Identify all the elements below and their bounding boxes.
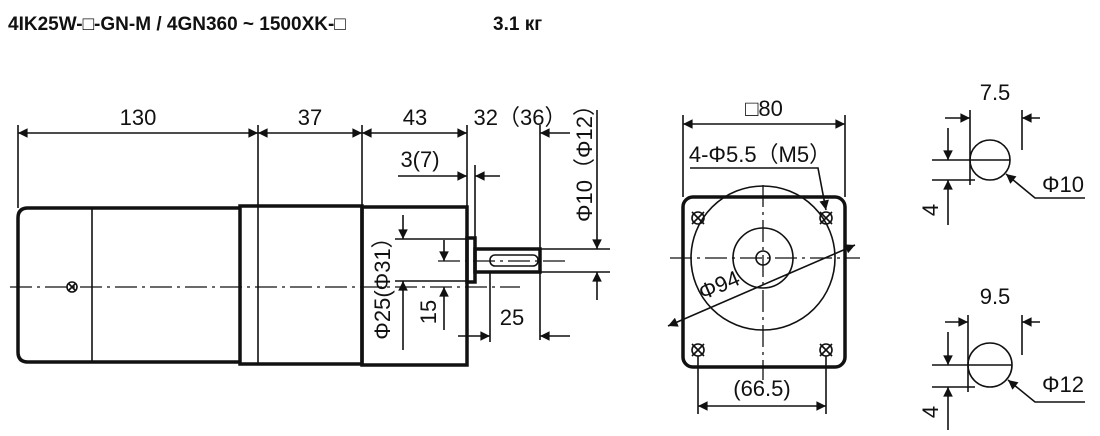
mount-hole-icons (667, 115, 856, 414)
dim-hole-spacing: (66.5) (733, 376, 790, 401)
dim-mid-length: 37 (298, 105, 322, 130)
model-title: 4IK25W-□-GN-M / 4GN360 ~ 1500XK-□ (8, 14, 346, 35)
dim-motor-length: 130 (120, 105, 157, 130)
motor-body (16, 206, 240, 364)
gearbox-front (360, 205, 469, 367)
dim-key-length: 25 (500, 305, 524, 330)
dim-pilot-diameter: Φ25(Φ31） (370, 226, 395, 339)
front-view: □80 4-Φ5.5（M5） Φ94 (66.5) (667, 96, 860, 414)
detail2-width: 9.5 (980, 284, 1011, 309)
motor-mark-icon (66, 281, 78, 293)
detail2-diameter: Φ12 (1042, 372, 1084, 397)
shaft-detail-2 (932, 315, 1085, 430)
side-view: 130 37 43 32（36） 3(7) Φ10（Φ12） Φ25(Φ31） … (10, 94, 610, 367)
dim-pilot-offset: 3(7) (400, 147, 439, 172)
detail1-width: 7.5 (980, 80, 1011, 105)
dim-shaft-length: 32（36） (474, 105, 567, 130)
dim-square: □80 (745, 96, 783, 121)
detail1-offset: 4 (918, 204, 943, 216)
detail2-offset: 4 (918, 406, 943, 418)
weight-label: 3.1 кг (493, 14, 543, 35)
dim-center-offset: 15 (416, 300, 441, 324)
dim-shaft-diameter: Φ10（Φ12） (572, 94, 597, 222)
detail1-diameter: Φ10 (1042, 172, 1084, 197)
dim-gearbox-length: 43 (403, 105, 427, 130)
dim-pcd: Φ94 (695, 265, 743, 304)
dim-holes: 4-Φ5.5（M5） (689, 142, 831, 167)
shaft-detail-1 (932, 110, 1085, 225)
